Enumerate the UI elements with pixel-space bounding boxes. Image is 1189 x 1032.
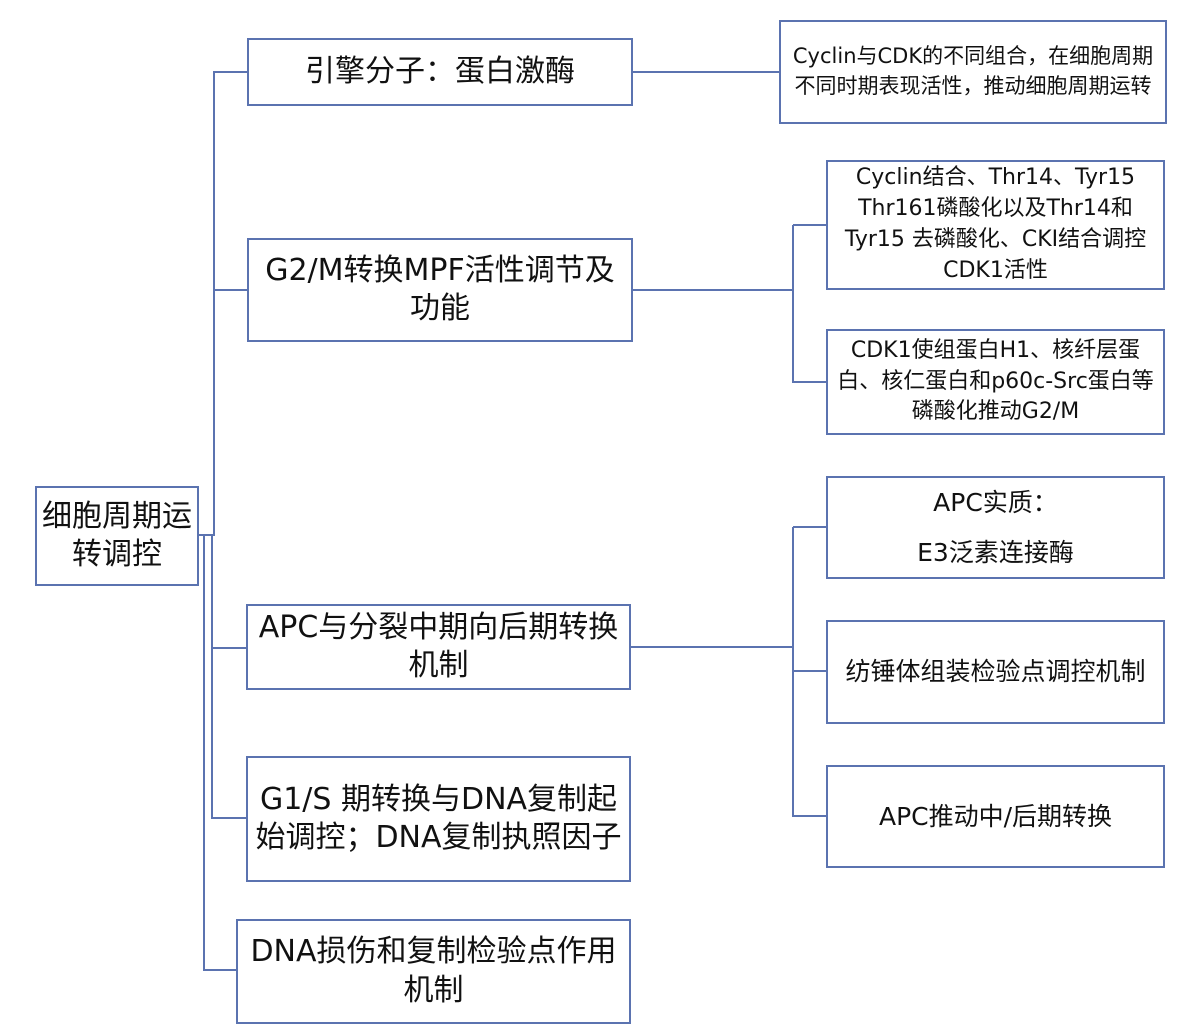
connector-branch-4 — [211, 648, 247, 819]
leaf-node-label: 纺锤体组装检验点调控机制 — [845, 657, 1146, 686]
leaf-node-apc-drives-transition[interactable]: APC推动中/后期转换 — [826, 765, 1165, 868]
branch-node-g1s-dna-replication[interactable]: G1/S 期转换与DNA复制起始调控；DNA复制执照因子 — [246, 756, 631, 882]
root-node[interactable]: 细胞周期运转调控 — [35, 486, 199, 586]
leaf-node-apc-essence[interactable]: APC实质： E3泛素连接酶 — [826, 476, 1165, 579]
leaf-node-label: CDK1使组蛋白H1、核纤层蛋白、核仁蛋白和p60c-Src蛋白等磷酸化推动G2… — [837, 337, 1154, 425]
branch-node-dna-damage-checkpoint[interactable]: DNA损伤和复制检验点作用机制 — [236, 919, 631, 1024]
leaf-node-label: Cyclin与CDK的不同组合，在细胞周期不同时期表现活性，推动细胞周期运转 — [792, 44, 1154, 98]
leaf-node-label: Cyclin结合、Thr14、Tyr15 Thr161磷酸化以及Thr14和Ty… — [844, 165, 1147, 283]
root-node-label: 细胞周期运转调控 — [42, 498, 192, 572]
branch-node-label: G1/S 期转换与DNA复制起始调控；DNA复制执照因子 — [255, 781, 622, 855]
leaf-node-label: APC推动中/后期转换 — [878, 801, 1113, 831]
leaf-node-cdk1-activity-regulation[interactable]: Cyclin结合、Thr14、Tyr15 Thr161磷酸化以及Thr14和Ty… — [826, 160, 1165, 290]
branch-node-engine-molecule[interactable]: 引擎分子：蛋白激酶 — [247, 38, 633, 106]
branch-node-label: G2/M转换MPF活性调节及功能 — [265, 252, 615, 326]
leaf-node-label: APC实质： E3泛素连接酶 — [917, 487, 1074, 567]
connector-branch-2-child-1 — [792, 225, 827, 383]
connector-branch-3-child-1 — [792, 527, 827, 817]
branch-node-label: 引擎分子：蛋白激酶 — [305, 53, 575, 89]
branch-node-g2m-mpf[interactable]: G2/M转换MPF活性调节及功能 — [247, 238, 633, 342]
leaf-node-cyclin-cdk-combination[interactable]: Cyclin与CDK的不同组合，在细胞周期不同时期表现活性，推动细胞周期运转 — [779, 20, 1167, 124]
branch-node-label: DNA损伤和复制检验点作用机制 — [250, 934, 617, 1008]
connector-root-top — [198, 71, 248, 536]
branch-node-label: APC与分裂中期向后期转换机制 — [258, 609, 619, 683]
branch-node-apc-transition[interactable]: APC与分裂中期向后期转换机制 — [246, 604, 631, 690]
connector-root-branch-5 — [203, 535, 237, 971]
connector-root-branch-3 — [198, 534, 247, 649]
leaf-node-cdk1-phosphorylation[interactable]: CDK1使组蛋白H1、核纤层蛋白、核仁蛋白和p60c-Src蛋白等磷酸化推动G2… — [826, 329, 1165, 435]
leaf-node-spindle-checkpoint[interactable]: 纺锤体组装检验点调控机制 — [826, 620, 1165, 724]
